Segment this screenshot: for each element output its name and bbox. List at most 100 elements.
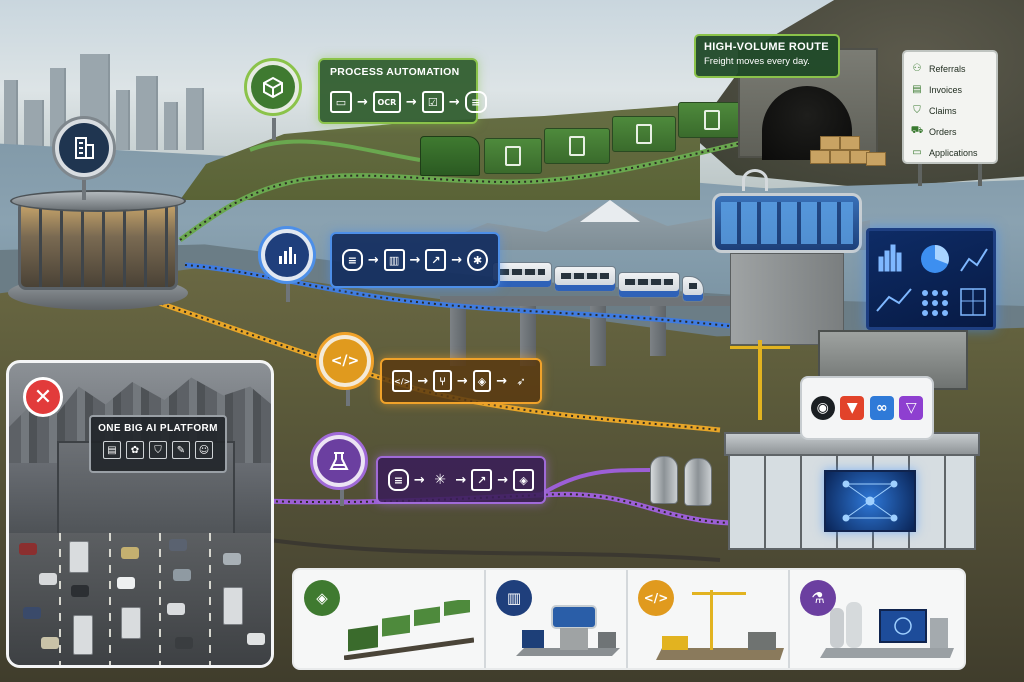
research-lab (724, 432, 980, 550)
ocr-icon: OCR (372, 91, 401, 113)
database-icon: ≡ (342, 249, 363, 271)
analytics-flow-panel: ≡ → ▥ → ↗ → ✱ (330, 232, 500, 288)
document-icon: ▭ (912, 147, 922, 158)
cargo-crates (800, 128, 890, 168)
rocket-icon: ➶ (516, 374, 526, 388)
one-big-ai-platform-inset: ✕ ONE BIG AI PLATFORM ▤ ✿ ⛉ ✎ ☺ (6, 360, 274, 668)
deploy-logo-icon: ▽ (899, 396, 924, 420)
invoice-icon: ▤ (912, 84, 922, 95)
network-graph-screen (824, 470, 916, 532)
automation-flow: ▭ → OCR → ☑ → ≡ (330, 91, 487, 113)
automation-badge (244, 58, 302, 116)
freight-car (484, 138, 542, 174)
hq-badge (52, 116, 116, 180)
reject-x-icon: ✕ (23, 377, 63, 417)
gitlab-logo-icon: ▼ (840, 396, 865, 420)
doc-item-referrals: ⚇Referrals (912, 63, 966, 74)
package-icon (251, 65, 295, 109)
storage-tanks (648, 448, 718, 508)
sign-post (918, 164, 922, 186)
building-icon (59, 123, 109, 173)
code-icon: </> (323, 339, 367, 383)
document-icon: ▤ (103, 441, 121, 459)
dashboard-charts-icon (876, 244, 988, 316)
database-icon: ≡ (464, 91, 487, 113)
analytics-dashboard-wall (866, 228, 996, 330)
code-icon: </> (638, 580, 674, 616)
doc-item-claims: ⛉Claims (911, 100, 989, 121)
sign-post (346, 384, 350, 406)
sign-post (272, 118, 276, 140)
development-badge: </> (316, 332, 374, 390)
tools-icon: ✎ (172, 441, 190, 459)
platform-title: ONE BIG AI PLATFORM (98, 423, 218, 434)
summary-card-automation: ◈ (294, 570, 486, 668)
bridge (440, 296, 730, 366)
high-volume-route-title: HIGH-VOLUME ROUTE (704, 41, 829, 53)
freight-train-thumbnail (343, 598, 475, 661)
platform-icons: ▤ ✿ ⛉ ✎ ☺ (91, 441, 225, 459)
city-skyline (0, 30, 240, 150)
doc-item-applications: ▭Applications (912, 147, 978, 158)
branch-icon: ⑂ (433, 370, 452, 392)
high-volume-route-subtitle: Freight moves every day. (704, 56, 810, 67)
azure-devops-logo-icon: ∞ (869, 396, 894, 420)
green-track (178, 127, 801, 243)
freight-car (612, 116, 676, 152)
platform-sign: ONE BIG AI PLATFORM ▤ ✿ ⛉ ✎ ☺ (89, 415, 227, 473)
summary-card-science: ⚗ (790, 570, 964, 668)
database-icon: ≡ (388, 469, 409, 491)
checklist-icon: ☑ (421, 91, 444, 113)
sign-post (340, 484, 344, 506)
people-icon: ⚇ (912, 63, 922, 74)
locomotive (420, 136, 480, 176)
sign-post (978, 164, 982, 186)
sign-post (286, 280, 290, 302)
high-volume-route-sign: HIGH-VOLUME ROUTE Freight moves every da… (694, 34, 840, 78)
process-automation-panel: PROCESS AUTOMATION ▭ → OCR → ☑ → ≡ (318, 58, 487, 124)
control-tower-thumbnail (512, 596, 622, 664)
bar-chart-icon (265, 233, 309, 277)
control-tower (712, 169, 862, 345)
bar-chart-icon: ▥ (383, 249, 405, 271)
congested-highway (9, 533, 271, 665)
package-icon: ◈ (513, 469, 534, 491)
flask-icon: ⚗ (800, 580, 836, 616)
freight-train (420, 98, 750, 188)
document-types-sign: ⚇Referrals ▤Invoices ⛉Claims ⛟Orders ▭Ap… (902, 50, 998, 164)
process-automation-title: PROCESS AUTOMATION (330, 66, 460, 78)
headquarters-building (8, 180, 188, 310)
summary-card-development: </> (628, 570, 790, 668)
bar-chart-icon: ▥ (496, 580, 532, 616)
doc-item-invoices: ▤Invoices (912, 84, 963, 95)
sign-post (82, 178, 86, 200)
document-icon: ▭ (330, 91, 352, 113)
shield-icon: ⛉ (149, 441, 167, 459)
construction-thumbnail (652, 586, 786, 666)
package-icon: ◈ (472, 370, 492, 392)
devops-logos-sign: ◉ ▼ ∞ ▽ (800, 376, 934, 440)
freight-car (544, 128, 610, 164)
science-flow-panel: ≡ → ✳ → ↗ → ◈ (376, 456, 546, 504)
flask-icon (317, 439, 361, 483)
satellite-dish-icon (742, 169, 768, 191)
brain-icon: ✿ (126, 441, 144, 459)
shield-icon: ⛉ (913, 105, 921, 116)
package-icon: ◈ (304, 580, 340, 616)
passenger-train (492, 252, 704, 302)
cart-icon: ⛟ (910, 125, 924, 136)
research-lab-thumbnail (816, 588, 956, 664)
user-icon: ☺ (195, 441, 213, 459)
doc-item-orders: ⛟Orders (910, 125, 957, 137)
analytics-badge (258, 226, 316, 284)
lightbulb-icon: ✱ (467, 249, 488, 271)
chart-screen-icon: ↗ (471, 469, 493, 491)
neural-network-icon: ✳ (434, 472, 446, 488)
freight-car (678, 102, 746, 138)
summary-strip: ◈ ▥ </> (292, 568, 966, 670)
code-editor-icon: </> (392, 370, 413, 392)
summary-card-analytics: ▥ (486, 570, 628, 668)
github-logo-icon: ◉ (810, 396, 835, 420)
trend-line-icon: ↗ (425, 249, 447, 271)
development-flow-panel: </> → ⑂ → ◈ → ➶ (380, 358, 542, 404)
